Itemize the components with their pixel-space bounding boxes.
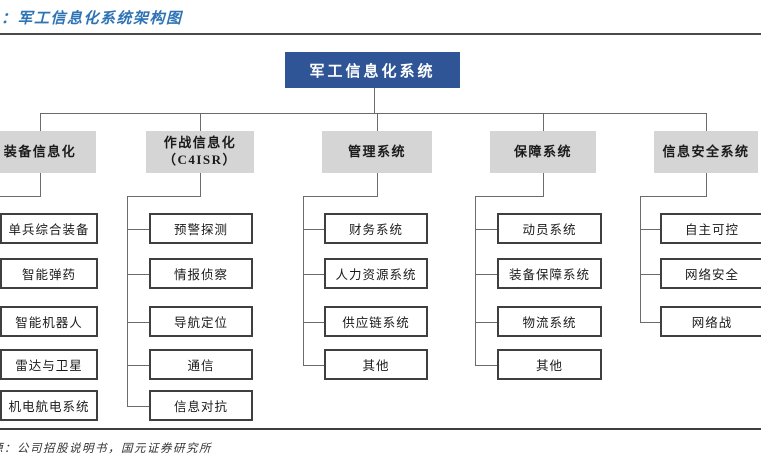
spine-line (640, 196, 641, 323)
branch-header: 装备信息化 (0, 131, 96, 173)
elbow-line (640, 196, 707, 197)
child-node: 动员系统 (497, 213, 602, 244)
elbow-line (40, 173, 41, 196)
source-note: 源：公司招股说明书，国元证券研究所 (0, 443, 212, 455)
elbow-line (706, 173, 707, 196)
elbow-line (543, 173, 544, 196)
branch-header-sublabel: （C4ISR） (162, 152, 238, 167)
child-node: 雷达与卫星 (0, 349, 98, 380)
child-stub-line (127, 365, 149, 366)
child-node: 智能弹药 (0, 258, 98, 289)
branch-stub-line (543, 113, 544, 131)
branch-header: 信息安全系统 (654, 131, 758, 173)
branch-header-label: 信息安全系统 (662, 143, 750, 159)
child-node: 物流系统 (497, 306, 602, 337)
child-node: 情报侦察 (149, 258, 253, 289)
child-node: 单兵综合装备 (0, 213, 98, 244)
child-stub-line (127, 322, 149, 323)
root-trunk-line (374, 88, 375, 113)
child-node: 信息对抗 (149, 390, 253, 421)
child-stub-line (475, 365, 497, 366)
child-node: 自主可控 (660, 213, 761, 244)
branch-header-label: 装备信息化 (3, 143, 77, 159)
spine-line (475, 196, 476, 366)
elbow-line (377, 173, 378, 196)
elbow-line (0, 196, 41, 197)
child-stub-line (127, 229, 149, 230)
elbow-line (475, 196, 544, 197)
branch-header: 保障系统 (490, 131, 596, 173)
branch-header: 管理系统 (322, 131, 432, 173)
child-node: 其他 (497, 349, 602, 380)
child-stub-line (303, 365, 324, 366)
main-connector-line (40, 113, 707, 114)
child-stub-line (303, 274, 324, 275)
figure-title: ：军工信息化系统架构图 (1, 11, 183, 27)
spine-line (303, 196, 304, 366)
child-node: 智能机器人 (0, 306, 98, 337)
child-node: 其他 (324, 349, 428, 380)
child-node: 导航定位 (149, 306, 253, 337)
child-node: 财务系统 (324, 213, 428, 244)
branch-stub-line (706, 113, 707, 131)
child-node: 预警探测 (149, 213, 253, 244)
branch-stub-line (377, 113, 378, 131)
elbow-line (200, 173, 201, 196)
elbow-line (303, 196, 378, 197)
branch-header-label: 保障系统 (513, 143, 572, 159)
child-node: 通信 (149, 349, 253, 380)
child-stub-line (475, 274, 497, 275)
child-node: 装备保障系统 (497, 258, 602, 289)
child-stub-line (475, 322, 497, 323)
child-stub-line (640, 322, 660, 323)
child-node: 机电航电系统 (0, 390, 98, 421)
title-divider (0, 33, 761, 35)
elbow-line (127, 196, 201, 197)
root-node: 军工信息化系统 (285, 52, 460, 88)
footer-divider (0, 428, 761, 430)
child-stub-line (127, 274, 149, 275)
child-node: 网络战 (660, 306, 761, 337)
spine-line (127, 196, 128, 407)
branch-header-label: 作战信息化 (163, 135, 237, 151)
child-stub-line (640, 229, 660, 230)
branch-stub-line (200, 113, 201, 131)
branch-stub-line (40, 113, 41, 131)
child-stub-line (303, 322, 324, 323)
child-stub-line (127, 406, 149, 407)
child-node: 人力资源系统 (324, 258, 428, 289)
branch-header-label: 管理系统 (347, 143, 406, 159)
child-stub-line (475, 229, 497, 230)
child-node: 网络安全 (660, 258, 761, 289)
child-stub-line (303, 229, 324, 230)
child-stub-line (640, 274, 660, 275)
child-node: 供应链系统 (324, 306, 428, 337)
branch-header: 作战信息化（C4ISR） (146, 131, 254, 173)
